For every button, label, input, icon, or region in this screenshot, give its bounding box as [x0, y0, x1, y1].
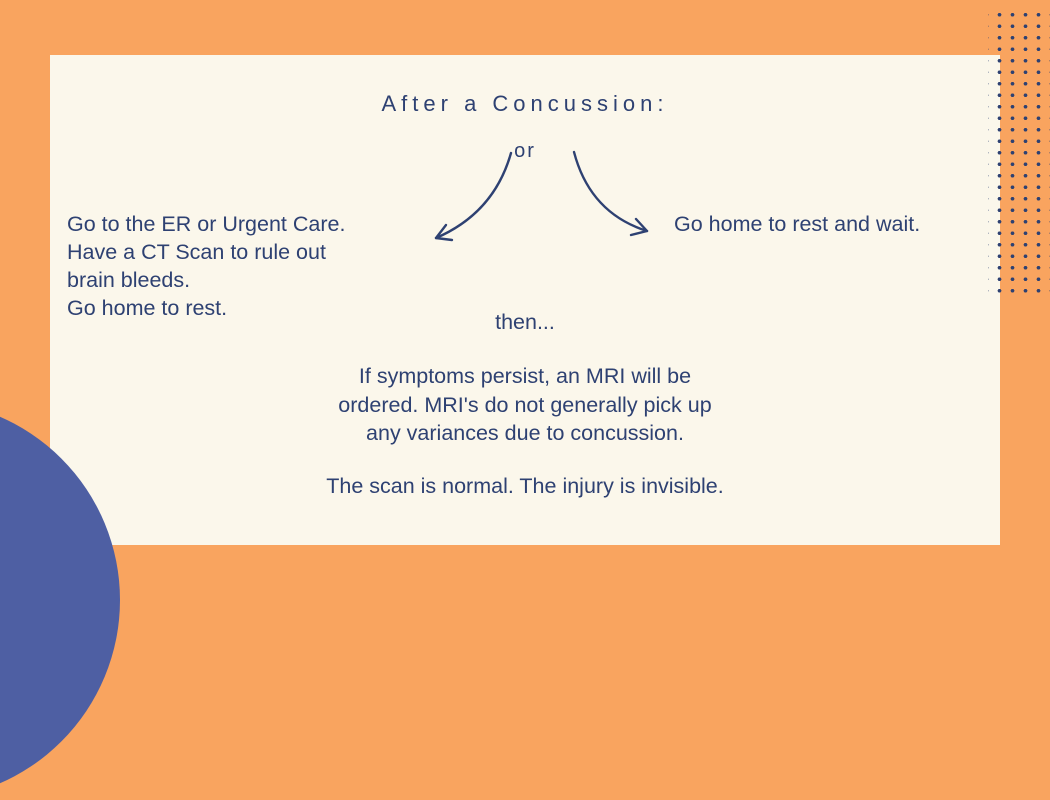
or-label: or [514, 140, 536, 162]
right-branch-text: Go home to rest and wait. [674, 212, 921, 236]
conclusion-text: The scan is normal. The injury is invisi… [326, 474, 724, 498]
slide: After a Concussion: or Go to the ER or U… [0, 7, 1050, 800]
card [50, 55, 1000, 545]
left-branch-line: Go home to rest. [67, 296, 228, 320]
mri-paragraph-line: ordered. MRI's do not generally pick up [338, 392, 712, 417]
page-title: After a Concussion: [381, 91, 669, 116]
dot-pattern [988, 7, 1050, 297]
left-branch-line: Have a CT Scan to rule out [67, 240, 326, 264]
mri-paragraph-line: If symptoms persist, an MRI will be [358, 364, 692, 388]
mri-paragraph-line: any variances due to concussion. [366, 421, 684, 445]
then-label: then... [495, 310, 555, 334]
mri-paragraph: If symptoms persist, an MRI will be orde… [0, 362, 1050, 448]
left-branch-line: brain bleeds. [67, 268, 191, 292]
left-branch-line: Go to the ER or Urgent Care. [67, 212, 346, 236]
left-branch-text: Go to the ER or Urgent Care. Have a CT S… [67, 210, 345, 322]
